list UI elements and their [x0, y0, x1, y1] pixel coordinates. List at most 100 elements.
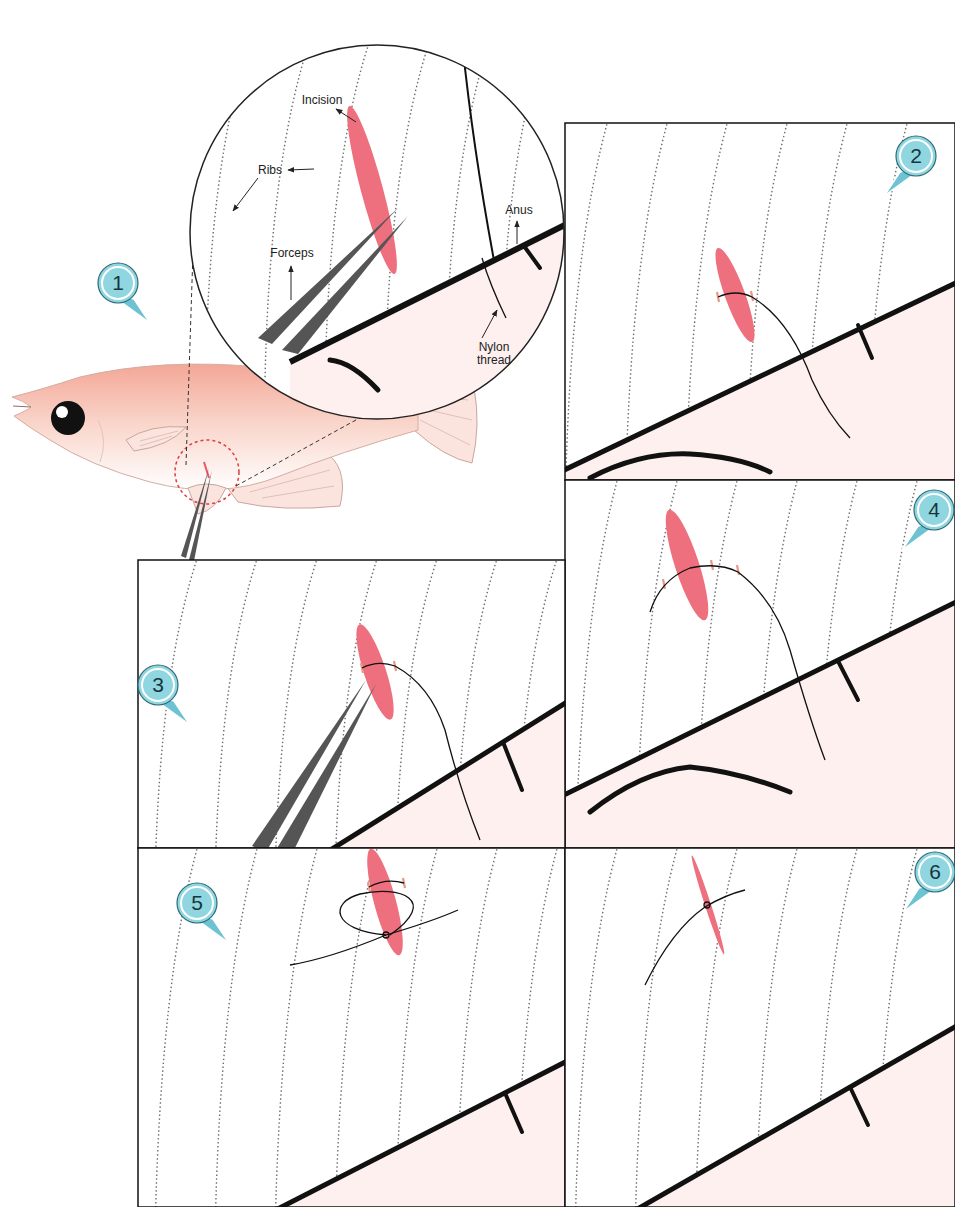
leader-arrow — [288, 169, 314, 170]
rib-line — [215, 560, 260, 848]
incision — [658, 506, 717, 624]
part-label: Anus — [499, 204, 539, 217]
nylon-thread — [650, 566, 825, 760]
callout-outer — [915, 852, 955, 892]
rib-line — [335, 848, 380, 1207]
belly-skin — [260, 1057, 565, 1207]
eye-highlight — [56, 406, 68, 418]
forceps-arm — [276, 684, 376, 848]
needle-bite — [737, 565, 739, 575]
mouth-line — [13, 406, 31, 407]
belly-line — [565, 600, 955, 797]
nylon-thread — [290, 935, 386, 965]
incision — [360, 848, 410, 958]
part-label: Incision — [292, 94, 352, 107]
incision — [709, 245, 762, 346]
fin-ray — [140, 436, 172, 446]
nylon-thread — [340, 891, 413, 935]
belly-skin — [620, 1024, 955, 1207]
callout-outer — [914, 490, 954, 530]
fish-eye — [51, 401, 85, 435]
leader-arrow — [233, 178, 258, 211]
incision-mini — [204, 462, 209, 478]
part-label: Nylon thread — [469, 341, 519, 367]
gill-line — [98, 420, 104, 462]
belly-skin — [565, 281, 955, 480]
belly-skin — [565, 600, 955, 848]
leader-arrow — [482, 310, 497, 338]
pectoral-fin — [126, 427, 186, 451]
fin-ray — [140, 431, 178, 441]
nylon-thread — [369, 881, 404, 887]
callout-number: 3 — [137, 664, 179, 706]
belly-line — [290, 215, 585, 362]
fin-ray — [420, 420, 470, 445]
callout-circle: 5 — [176, 882, 218, 924]
panel-frame — [138, 560, 565, 848]
needle-bite — [711, 560, 713, 570]
callout-circle: 4 — [913, 489, 955, 531]
callout-circle: 2 — [895, 135, 937, 177]
callout-outer — [896, 136, 936, 176]
zoom-view — [190, 40, 600, 480]
panel-frame — [565, 123, 955, 480]
fin-ray — [505, 1093, 522, 1132]
suture-knot — [383, 932, 389, 938]
callout-outer — [177, 883, 217, 923]
incision — [339, 103, 405, 277]
panel-frame — [565, 848, 955, 1207]
callout-circle: 1 — [97, 262, 139, 304]
belly-skin — [290, 215, 585, 480]
leader-arrow — [517, 221, 518, 244]
fin-edge — [330, 360, 378, 390]
body-contour — [462, 40, 500, 292]
nylon-thread — [645, 890, 745, 985]
forceps-arm — [282, 216, 408, 354]
part-label: Forceps — [262, 247, 322, 260]
rib-line — [205, 40, 250, 380]
panel-frame — [138, 848, 565, 1207]
fin-edge — [590, 454, 770, 478]
pelvic-fin — [188, 484, 226, 514]
nylon-thread — [482, 258, 506, 318]
step-panel — [560, 113, 955, 540]
fin-ray — [503, 742, 522, 790]
fin-ray — [262, 486, 334, 498]
rib-line — [275, 848, 320, 1207]
forceps-arm — [189, 470, 212, 561]
leader-arrow — [291, 266, 292, 300]
step-panel — [560, 470, 955, 908]
callout-number: 4 — [913, 489, 955, 531]
belly-line — [565, 281, 955, 472]
magnify-marker — [175, 440, 239, 504]
panel-frame — [565, 480, 955, 848]
zoom-circle — [190, 45, 564, 419]
belly-line — [260, 1057, 565, 1207]
rib-line — [575, 848, 620, 1207]
forceps-arm — [252, 680, 366, 848]
rib-line — [215, 848, 260, 1207]
fin-ray — [524, 246, 540, 268]
step-panel — [138, 838, 575, 1207]
nylon-thread — [718, 293, 850, 438]
callout-outer — [98, 263, 138, 303]
nylon-thread — [362, 663, 480, 840]
fin-ray — [858, 325, 872, 358]
callout-number: 5 — [176, 882, 218, 924]
nylon-thread — [386, 910, 458, 935]
zoom-guide — [186, 252, 193, 465]
callout-number: 1 — [97, 262, 139, 304]
incision — [349, 621, 401, 723]
callout-outer — [138, 665, 178, 705]
leader-arrow — [336, 109, 356, 122]
rib-line — [635, 848, 680, 1207]
step-panel — [565, 838, 955, 1207]
fin-ray — [850, 1087, 868, 1125]
rib-line — [335, 560, 380, 848]
fin-ray — [838, 661, 858, 700]
callout-circle: 3 — [137, 664, 179, 706]
fin-edge — [590, 767, 790, 812]
part-label: Ribs — [250, 164, 290, 177]
